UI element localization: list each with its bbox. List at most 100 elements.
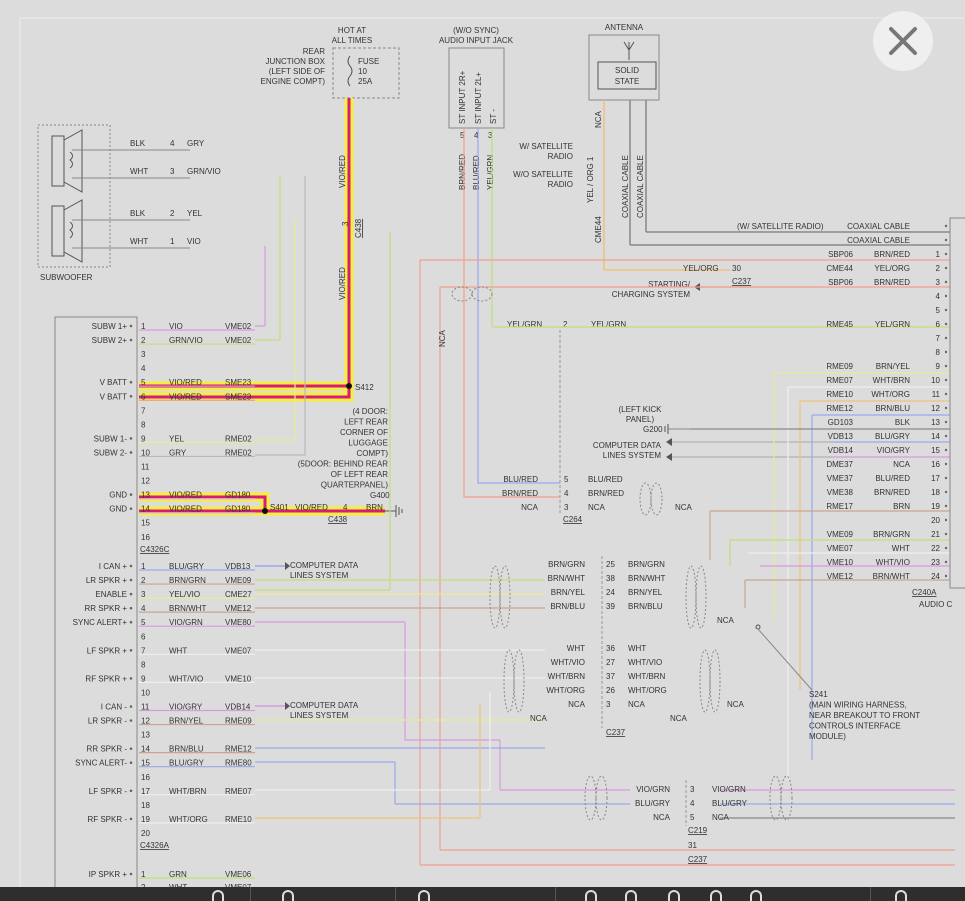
connector-pin-number: 1 xyxy=(141,870,146,879)
connector-pin-number: 12 xyxy=(141,717,150,726)
connector-pin-label: RF SPKR - xyxy=(87,815,127,824)
s412-note-line: LEFT REAR xyxy=(344,418,388,427)
pin-dot xyxy=(129,747,133,750)
connector-pin-number: 4 xyxy=(141,364,146,373)
connector-pin-number: 11 xyxy=(141,463,150,472)
connector-wire-color: VIO/RED xyxy=(169,491,202,500)
connector-pin-number: 9 xyxy=(141,674,146,683)
right-row-wire: BRN xyxy=(893,502,910,511)
refresh-icon[interactable] xyxy=(668,890,680,901)
connector-pin-number: 14 xyxy=(141,745,150,754)
close-button[interactable] xyxy=(873,11,933,71)
connector-pin-number: 1 xyxy=(141,322,146,331)
right-row-wire: YEL/ORG xyxy=(874,264,910,273)
right-row-pin: 5 xyxy=(936,306,941,315)
bottom-toolbar xyxy=(0,887,965,901)
yelgrn-pin: 2 xyxy=(563,320,568,329)
computer-data-3a: COMPUTER DATA xyxy=(593,441,662,450)
right-row-circuit: GD103 xyxy=(828,418,854,427)
c219-label: C219 xyxy=(688,826,708,835)
mid-conn-wire-left: BRN/BLU xyxy=(550,602,585,611)
right-row-pin: 12 xyxy=(931,404,940,413)
pin-dot xyxy=(944,448,948,452)
mid-conn-pin: 3 xyxy=(564,503,569,512)
connector-circuit: GD180 xyxy=(225,505,251,514)
s241-line: (MAIN WIRING HARNESS, xyxy=(809,701,907,710)
pin-dot xyxy=(129,578,133,582)
c438-label: C438 xyxy=(328,515,348,524)
connector-wire-color: BRN/BLU xyxy=(169,745,204,754)
right-row-wire: WHT/VIO xyxy=(876,558,910,567)
g400-wire: BRN xyxy=(366,503,383,512)
search-icon[interactable] xyxy=(625,890,637,901)
right-row-pin: 10 xyxy=(931,376,940,385)
wo-sat-2: RADIO xyxy=(548,180,573,189)
right-row-pin: 15 xyxy=(931,446,940,455)
connector-wire-color: YEL/VIO xyxy=(169,590,200,599)
right-row-pin: 11 xyxy=(932,390,941,399)
pin-dot xyxy=(944,378,948,382)
right-row-wire: YEL/GRN xyxy=(875,320,910,329)
connector-circuit: VME09 xyxy=(225,576,252,585)
pin-dot xyxy=(129,437,133,440)
starting-arrow xyxy=(694,283,818,291)
connector-pin-label: GND xyxy=(109,505,127,514)
c264-label: C264 xyxy=(563,515,583,524)
rear-jbox-2: JUNCTION BOX xyxy=(265,57,325,66)
connector-pin-label: GND xyxy=(109,491,127,500)
mid-conn-wire-left: WHT/ORG xyxy=(546,686,585,695)
computer-data-2b: LINES SYSTEM xyxy=(290,711,349,720)
c438-vert: C438 xyxy=(354,218,363,238)
download-icon[interactable] xyxy=(895,890,907,901)
wo-sat-1: W/O SATELLITE xyxy=(513,170,573,179)
jack-pin-st: ST - xyxy=(489,109,498,124)
connector-pin-number: 10 xyxy=(141,448,150,457)
pin-icon[interactable] xyxy=(282,890,294,901)
fit-icon[interactable] xyxy=(710,890,722,901)
connector-pin-label: RF SPKR + xyxy=(85,674,127,683)
print-icon[interactable] xyxy=(585,890,597,901)
right-row-pin: 6 xyxy=(936,320,941,329)
computer-data-arrow-2 xyxy=(255,702,290,710)
s412-splice xyxy=(346,383,352,389)
connector-pin-number: 7 xyxy=(141,646,146,655)
mid-conn-wire-right: BRN/WHT xyxy=(628,574,665,583)
amplifier-module xyxy=(54,316,138,887)
pin-dot xyxy=(944,560,948,564)
connector-pin-number: 4 xyxy=(141,604,146,613)
right-row-circuit: DME37 xyxy=(826,460,853,469)
fuse-box xyxy=(332,47,400,99)
connector-pin-number: 19 xyxy=(141,815,150,824)
share-icon[interactable] xyxy=(750,890,762,901)
connector-pin-number: 15 xyxy=(141,519,150,528)
ellipsis-icon[interactable] xyxy=(418,890,430,901)
right-row-circuit: VME07 xyxy=(827,544,854,553)
toolbar-divider xyxy=(870,887,871,901)
jack-pin-number: 5 xyxy=(460,131,465,140)
pin-dot xyxy=(944,476,948,480)
right-row-wire: VIO/GRY xyxy=(877,446,911,455)
connector-circuit: RME10 xyxy=(225,815,252,824)
connector-pin-number: 2 xyxy=(141,336,146,345)
pin-dot xyxy=(944,392,948,396)
zoom-icon[interactable] xyxy=(212,890,224,901)
mid-conn-wire-left: BRN/GRN xyxy=(548,560,585,569)
left-kick-1: (LEFT KICK xyxy=(619,405,663,414)
right-row-pin: 1 xyxy=(936,250,941,259)
mid-conn-pin: 37 xyxy=(606,672,615,681)
mid-conn-wire-left: BRN/RED xyxy=(502,489,538,498)
connector-pin-number: 5 xyxy=(141,618,146,627)
connector-pin-label: LR SPKR + xyxy=(86,576,127,585)
s241-line: MODULE) xyxy=(809,732,846,741)
c240a-label: C240A xyxy=(912,588,937,597)
pin-dot xyxy=(944,574,948,578)
connector-pin-number: 16 xyxy=(141,533,150,542)
mid-conn-pin: 27 xyxy=(606,658,615,667)
solid-state-1: SOLID xyxy=(615,66,639,75)
right-row-circuit: SBP06 xyxy=(828,278,853,287)
connector-pin-number: 15 xyxy=(141,759,150,768)
pin-3-c438: 3 xyxy=(341,221,350,226)
ant-wire-coax-1: COAXIAL CABLE xyxy=(621,155,630,218)
yelgrn-wire-l: YEL/GRN xyxy=(507,320,542,329)
w-sat-1: W/ SATELLITE xyxy=(519,142,573,151)
